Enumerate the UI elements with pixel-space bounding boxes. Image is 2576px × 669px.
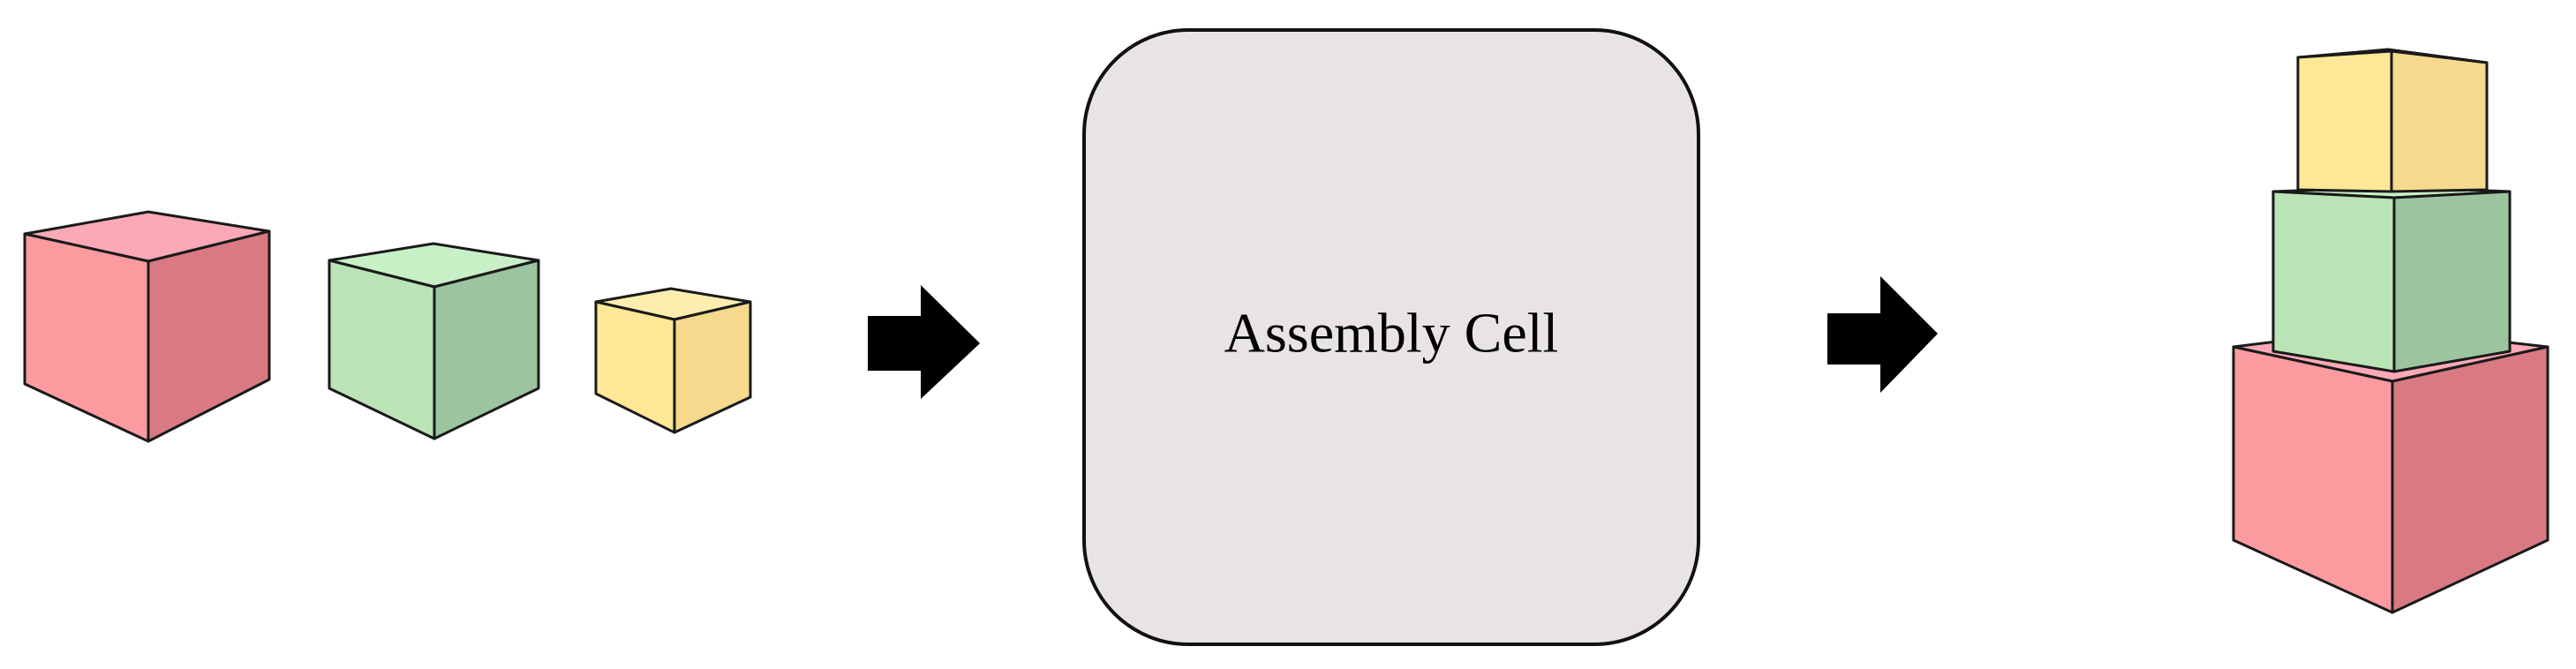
green-cube-stack-side bbox=[2392, 190, 2512, 373]
red-cube-input bbox=[23, 210, 271, 443]
arrow-right-icon bbox=[1827, 276, 1938, 393]
green-cube-side bbox=[433, 259, 540, 440]
input-parts bbox=[23, 210, 752, 443]
yellow-cube-front bbox=[594, 300, 676, 434]
yellow-cube-stack-front bbox=[2296, 49, 2393, 193]
assembly-cell-label: Assembly Cell bbox=[1224, 302, 1559, 365]
stacked-assembly-output bbox=[2232, 48, 2550, 614]
arrow-right-icon bbox=[868, 285, 980, 399]
green-cube-input bbox=[328, 242, 540, 440]
yellow-cube-stack-side bbox=[2390, 49, 2489, 193]
red-cube-stack-front bbox=[2232, 345, 2394, 614]
yellow-cube-input bbox=[594, 287, 752, 434]
yellow-cube-side bbox=[673, 300, 752, 434]
green-cube-stack-middle bbox=[2271, 185, 2512, 373]
red-cube-front bbox=[23, 232, 150, 443]
assembly-cell: Assembly Cell bbox=[1082, 28, 1700, 646]
green-cube-front bbox=[328, 259, 436, 440]
red-cube-side bbox=[147, 229, 271, 443]
red-cube-stack-side bbox=[2391, 345, 2550, 614]
assembly-cell-box bbox=[1082, 28, 1700, 646]
green-cube-stack-front bbox=[2271, 190, 2396, 373]
yellow-cube-stack-top bbox=[2296, 48, 2489, 193]
